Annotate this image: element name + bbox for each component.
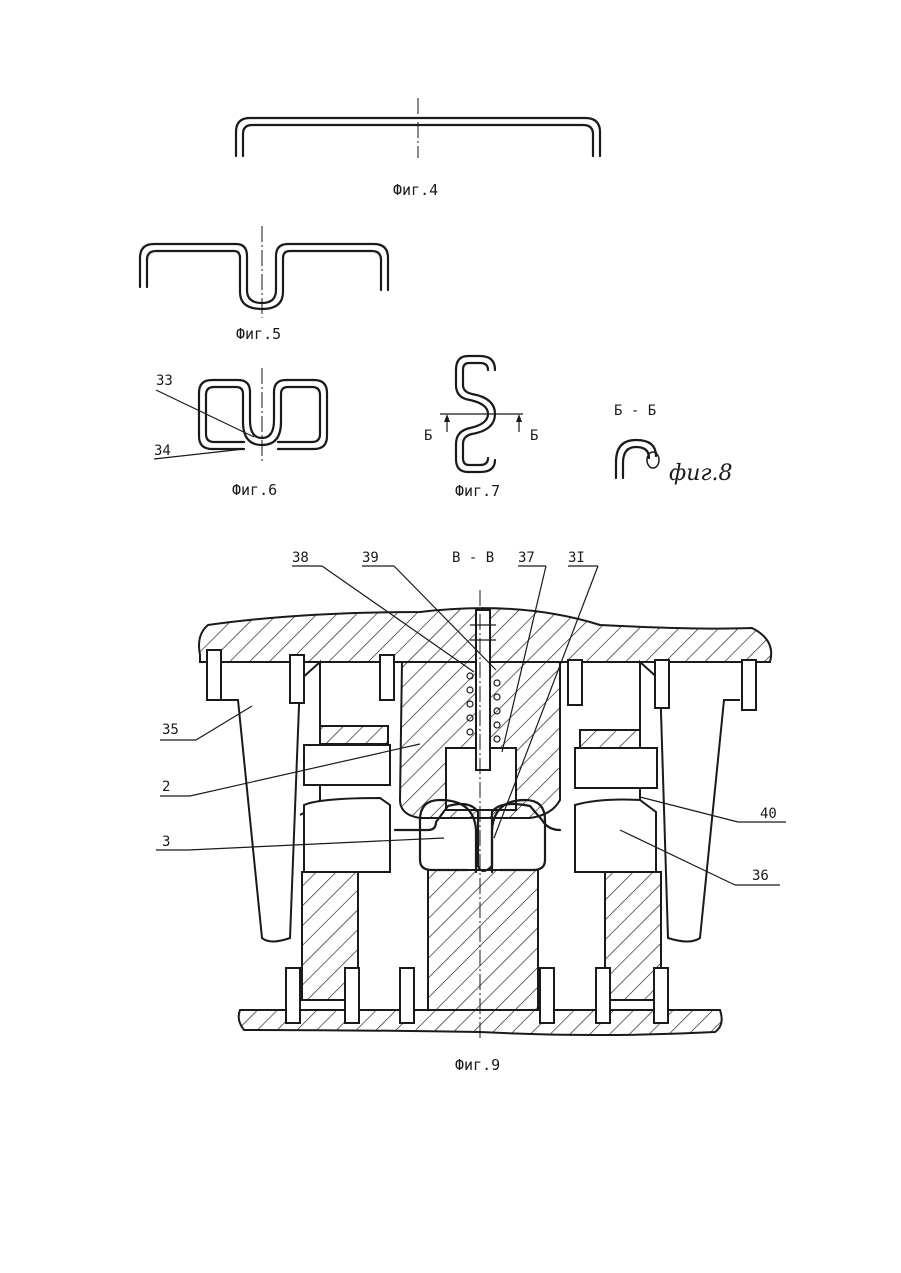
fig9-caption: Фиг.9 [455,1056,500,1074]
figure-8: Б - Б фиг.8 [614,403,733,486]
fig9-label-35: 35 [162,722,179,738]
fig7-caption: Фиг.7 [455,482,500,500]
figure-4: Фиг.4 [236,98,600,199]
fig9-label-37: 37 [518,550,535,566]
fig7-section-mark-left: Б [424,428,432,444]
fig9-label-3: 3 [162,834,170,850]
fig8-section-title: Б - Б [614,403,656,419]
fig9-label-36: 36 [752,868,769,884]
fig9-label-40: 40 [760,806,777,822]
figure-9: В - В 38 39 37 3I 35 2 3 40 36 Фиг.9 [156,550,786,1074]
fig9-label-2: 2 [162,779,170,795]
fig4-caption: Фиг.4 [393,181,438,199]
fig6-caption: Фиг.6 [232,481,277,499]
fig9-section-title: В - В [452,550,494,566]
fig6-label-33: 33 [156,373,173,389]
fig9-label-39: 39 [362,550,379,566]
fig5-caption: Фиг.5 [236,325,281,343]
fig7-section-mark-right: Б [530,428,538,444]
fig9-label-38: 38 [292,550,309,566]
fig6-label-34: 34 [154,443,171,459]
figure-7: Б Б Фиг.7 [424,356,538,500]
fig8-caption: фиг.8 [669,461,733,486]
figure-5: Фиг.5 [140,226,388,343]
figure-6: 33 34 Фиг.6 [154,368,327,499]
fig9-label-31: 3I [568,550,585,566]
